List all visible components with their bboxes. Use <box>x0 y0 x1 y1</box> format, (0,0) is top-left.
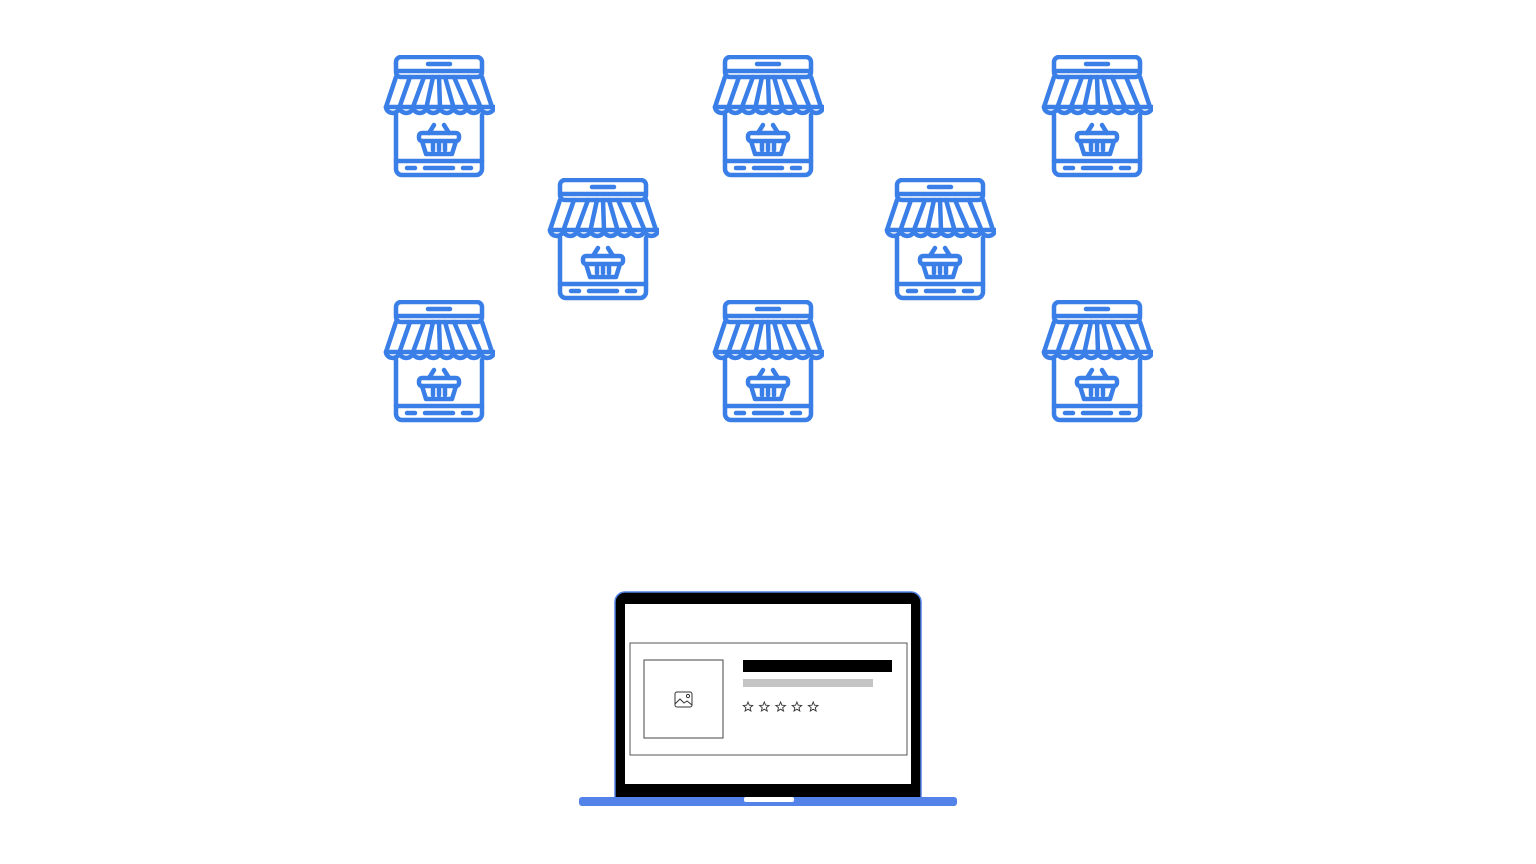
star-icon <box>790 700 803 713</box>
storefront-basket-icon <box>547 178 659 302</box>
laptop-notch <box>744 797 794 802</box>
star-icon <box>807 700 820 713</box>
product-card <box>629 642 908 756</box>
star-icon <box>774 700 787 713</box>
product-title-placeholder <box>743 660 892 672</box>
storefront-basket-icon <box>712 300 824 424</box>
product-subtitle-placeholder <box>743 679 873 687</box>
star-icon <box>742 700 754 713</box>
image-placeholder-icon <box>674 691 693 708</box>
storefront-basket-icon <box>712 55 824 179</box>
laptop-icon <box>579 591 957 806</box>
rating-stars <box>742 700 820 713</box>
laptop-screen <box>625 604 911 784</box>
storefront-basket-icon <box>1041 55 1153 179</box>
storefront-basket-icon <box>1041 300 1153 424</box>
storefront-basket-icon <box>383 300 495 424</box>
storefront-basket-icon <box>383 55 495 179</box>
star-icon <box>758 700 771 713</box>
storefront-basket-icon <box>884 178 996 302</box>
product-image-placeholder <box>643 659 724 739</box>
